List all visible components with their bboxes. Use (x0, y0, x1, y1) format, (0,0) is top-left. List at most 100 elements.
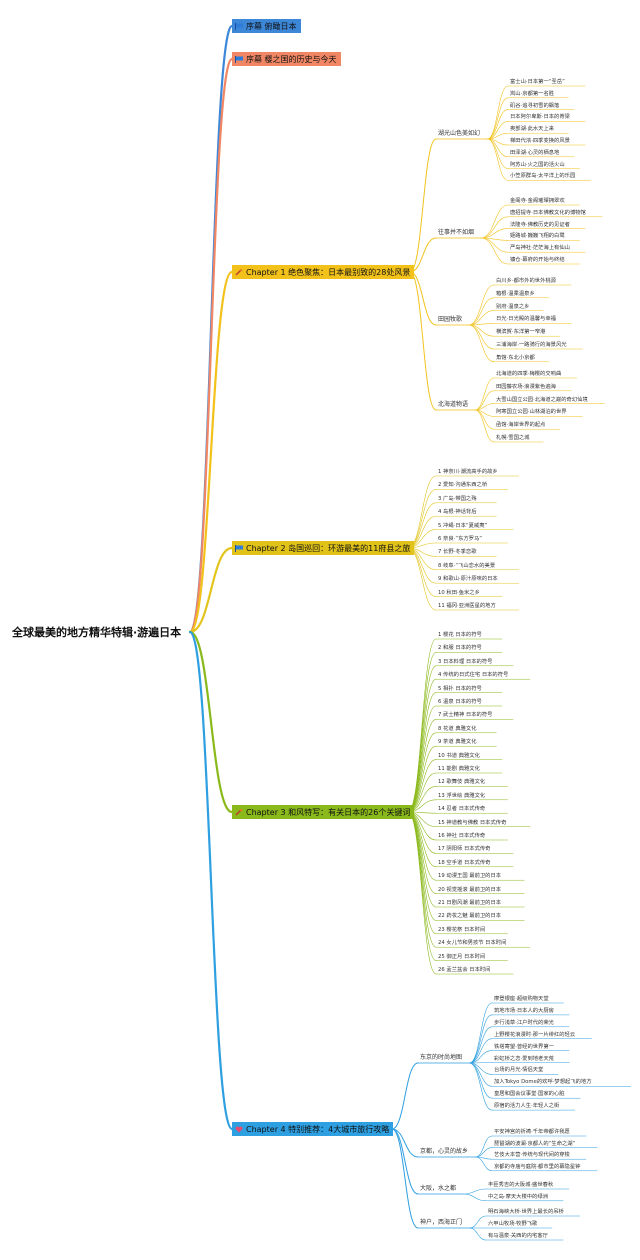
leaf-topic[interactable]: 梯田代浓·四季变换的风景 (510, 138, 570, 144)
leaf-topic[interactable]: 12 歌舞伎 典雅文化 (438, 779, 486, 786)
leaf-topic[interactable]: 17 阴阳师 日本式传奇 (438, 846, 491, 853)
leaf-topic[interactable]: 岚山·京都第一名胜 (510, 90, 555, 97)
leaf-topic[interactable]: 法隆寺·佛教历史的见证者 (510, 221, 570, 228)
leaf-topic[interactable]: 阿寒国立公园·山林湖泊的世界 (496, 409, 567, 416)
leaf-topic[interactable]: 4 传统的日式住宅 日本的符号 (438, 672, 509, 679)
subtopic[interactable]: 北海道物语 (438, 401, 469, 408)
leaf-topic[interactable]: 15 神道教与佛教 日本式传奇 (438, 819, 507, 826)
leaf-topic[interactable]: 2 爱知·沟通东西之桥 (438, 482, 488, 489)
leaf-topic[interactable]: 明石海峡大桥·世界上最长的吊桥 (488, 1209, 564, 1215)
branch-topic-4[interactable]: Chapter 2 岛国巡回：环游最美的11府县之旅 (232, 541, 415, 555)
leaf-topic[interactable]: 日光·日光殿的温馨与幸福 (496, 316, 556, 323)
leaf-topic[interactable]: 镰仓·幕府的开始与终结 (510, 257, 565, 263)
leaf-topic[interactable]: 5 冲绳·日本“夏威夷” (438, 522, 488, 529)
leaf-topic[interactable]: 22 药妆之魅 最前卫的日本 (438, 913, 502, 920)
leaf-topic[interactable]: 上野樱花浪漫时·那一片绯红的轻云 (494, 1031, 576, 1038)
leaf-topic[interactable]: 6 温泉 日本的符号 (438, 699, 482, 705)
leaf-topic[interactable]: 阿苏山·火之国的活火山 (510, 161, 565, 168)
leaf-topic[interactable]: 14 忍者 日本式传奇 (438, 806, 486, 813)
leaf-topic[interactable]: 矶谷·追寻初雪的飘落 (510, 102, 560, 109)
root-topic[interactable]: 全球最美的地方精华特辑·游遍日本 (12, 626, 182, 639)
leaf-topic[interactable]: 富士山·日本第一“圣岳” (510, 79, 565, 85)
leaf-topic[interactable]: 26 盂兰盆会 日本时间 (438, 967, 491, 973)
leaf-topic[interactable]: 21 日剧风潮 最前卫的日本 (438, 900, 502, 906)
leaf-topic[interactable]: 8 花道 典雅文化 (438, 725, 477, 732)
leaf-topic[interactable]: 9 和歌山·原汁原味的日本 (438, 576, 498, 583)
leaf-topic[interactable]: 日本阿尔卑斯·日本的脊梁 (510, 114, 570, 121)
subtopic[interactable]: 东京的时尚地图 (420, 1054, 463, 1061)
leaf-topic[interactable]: 唐招提寺·日本佛教文化的博物馆 (510, 209, 586, 216)
leaf-topic[interactable]: 大雪山国立公园·北海道之巅的奇幻仙境 (496, 396, 588, 403)
branch-topic-1[interactable]: 序幕 俯瞰日本 (232, 19, 301, 33)
leaf-topic[interactable]: 筑地市场·日本人的大厨房 (494, 1007, 554, 1014)
leaf-topic[interactable]: 金阁寺·金阁璀璨拥翠欢 (510, 198, 565, 204)
leaf-topic[interactable]: 3 日本料理 日本的符号 (438, 658, 493, 665)
leaf-topic[interactable]: 4 岛根·神话背后 (438, 509, 477, 516)
leaf-topic[interactable]: 别府·温泉之乡 (496, 303, 530, 310)
leaf-topic[interactable]: 13 浮世绘 典雅文化 (438, 792, 486, 799)
leaf-topic[interactable]: 10 书道 典雅文化 (438, 752, 480, 759)
leaf-topic[interactable]: 20 视觉摇滚 最前卫的日本 (438, 886, 502, 893)
leaf-topic[interactable]: 1 樱花 日本的符号 (438, 632, 482, 638)
leaf-topic[interactable]: 三浦海岸·一路骑行的海景风光 (496, 342, 567, 348)
leaf-topic[interactable]: 横滨賀·东洋第一窄港 (496, 329, 546, 336)
leaf-topic[interactable]: 步行浅草·江户时代的荣光 (494, 1019, 554, 1026)
leaf-topic[interactable]: 9 茶道 典雅文化 (438, 739, 477, 746)
leaf-topic[interactable]: 台场的月光·情侣天堂 (494, 1067, 544, 1074)
subtopic[interactable]: 神户，西海正门 (420, 1219, 463, 1226)
leaf-topic[interactable]: 琵琶湖的波澜·京都人的“生命之湖” (494, 1140, 576, 1147)
branch-topic-5[interactable]: Chapter 3 和风特写：有关日本的26个关键词 (232, 805, 415, 819)
leaf-topic[interactable]: 田园藤农场·浪漫紫色遍海 (496, 383, 556, 390)
leaf-topic[interactable]: 5 相扑 日本的符号 (438, 685, 482, 692)
leaf-topic[interactable]: 16 神社 日本式传奇 (438, 833, 486, 839)
leaf-topic[interactable]: 箱根·温柔温泉乡 (496, 290, 535, 297)
leaf-topic[interactable]: 3 广岛·带国之殇 (438, 495, 477, 502)
leaf-topic[interactable]: 8 岐阜·“飞山恋水的美景 (438, 562, 496, 569)
leaf-topic[interactable]: 有马温泉·关西的内宅客厅 (488, 1233, 548, 1239)
leaf-topic[interactable]: 中之岛·摩天大楼中的绿洲 (488, 1193, 548, 1200)
leaf-topic[interactable]: 北海道的四季·梅樱的交响曲 (496, 371, 562, 377)
leaf-topic[interactable]: 2 和服 日本的符号 (438, 645, 482, 652)
leaf-topic[interactable]: 11 福冈·亚洲医星的地方 (438, 603, 496, 609)
leaf-topic[interactable]: 7 武士精神 日本的符号 (438, 712, 493, 719)
leaf-topic[interactable]: 24 女儿节和男孩节 日本时间 (438, 940, 507, 947)
leaf-topic[interactable]: 铁塔寄望·曾经的世界第一 (494, 1043, 554, 1050)
leaf-topic[interactable]: 白川乡·都市外的世外桃源 (496, 278, 556, 284)
leaf-topic[interactable]: 札幌·雪国之城 (496, 435, 530, 441)
subtopic[interactable]: 往事并不如烟 (438, 229, 475, 236)
subtopic[interactable]: 大阪，水之都 (420, 1185, 457, 1192)
subtopic[interactable]: 田园牧歌 (438, 316, 463, 323)
leaf-topic[interactable]: 奥部湖·此水天上来 (510, 126, 555, 133)
leaf-topic[interactable]: 19 动漫王国 最前卫的日本 (438, 873, 502, 880)
branch-topic-2[interactable]: 序幕 樱之国的历史与今天 (232, 52, 341, 66)
leaf-topic[interactable]: 彩虹桥之恋·爱到地老天荒 (494, 1055, 554, 1062)
leaf-topic[interactable]: 加入Tokyo Dome的欢呼·梦想起飞的地方 (494, 1079, 592, 1086)
leaf-topic[interactable]: 25 御正月 日本时间 (438, 953, 486, 960)
leaf-topic[interactable]: 1 神奈川·潮流高手的故乡 (438, 469, 498, 475)
leaf-topic[interactable]: 原宿的活力人生·年轻人之街 (494, 1103, 560, 1110)
leaf-topic[interactable]: 函馆·海岸世界的起点 (496, 422, 546, 429)
leaf-topic[interactable]: 角馆·东北小京都 (496, 354, 535, 361)
leaf-topic[interactable]: 皇居和国会议事堂·国家的心脏 (494, 1091, 565, 1098)
leaf-topic[interactable]: 7 长野·冬季恋歌 (438, 549, 477, 556)
leaf-topic[interactable]: 艺伎大本营·传统与现代间的穿梭 (494, 1152, 570, 1159)
leaf-topic[interactable]: 6 奈良·“东方罗马” (438, 536, 483, 542)
branch-label: 序幕 樱之国的历史与今天 (246, 54, 337, 64)
leaf-topic[interactable]: 严岛神社·茫茫海上有仙山 (510, 245, 570, 252)
leaf-topic[interactable]: 10 秋田·鱼米之乡 (438, 589, 480, 596)
leaf-topic[interactable]: 姬路城·巍巍飞翔的白鹭 (510, 233, 565, 240)
subtopic[interactable]: 湖光山色美如幻 (438, 130, 481, 137)
leaf-topic[interactable]: 23 樱花祭 日本时间 (438, 926, 486, 933)
leaf-topic[interactable]: 11 能剧 典雅文化 (438, 766, 480, 772)
leaf-topic[interactable]: 18 空手道 日本式传奇 (438, 859, 491, 866)
subtopic[interactable]: 京都，心灵的故乡 (420, 1148, 469, 1155)
leaf-topic[interactable]: 小笠原群岛·太平洋上的乐园 (510, 173, 576, 180)
leaf-topic[interactable]: 平安神宫的祈祷·千年帝都许我愿 (494, 1129, 570, 1135)
leaf-topic[interactable]: 六甲山牧场·牧野飞歌 (488, 1221, 538, 1227)
leaf-topic[interactable]: 丰臣秀吉的大阪城·盛世春秋 (488, 1182, 554, 1188)
leaf-topic[interactable]: 京都的寺庙与庭院·都市里的幕隐星钟 (494, 1163, 581, 1170)
branch-topic-6[interactable]: Chapter 4 特别推荐：4大城市旅行攻略 (232, 1122, 394, 1136)
branch-topic-3[interactable]: Chapter 1 绝色聚焦：日本最别致的28处风景 (232, 265, 415, 279)
leaf-topic[interactable]: 摩登银座·超级购物天堂 (494, 996, 549, 1002)
leaf-topic[interactable]: 田泽湖·心灵的栖息地 (510, 149, 560, 156)
